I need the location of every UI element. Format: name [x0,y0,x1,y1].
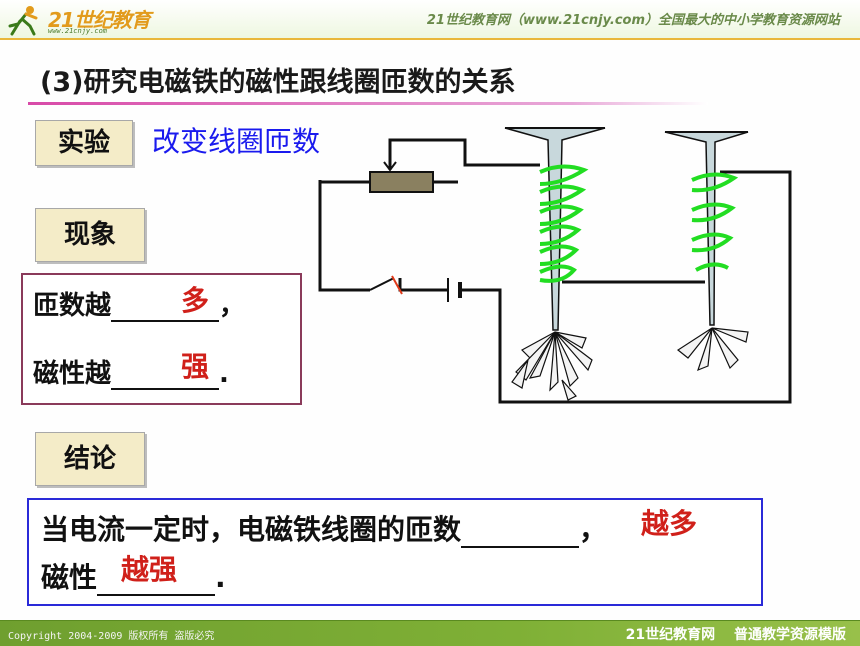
site-title: 21世纪教育网（www.21cnjy.com）全国最大的中小学教育资源网站 [426,13,840,28]
phenomenon-line-1: 匝数越 ， [33,285,245,322]
circuit-wires [318,138,792,404]
electromagnet-circuit-diagram [318,127,792,404]
phenomenon-line-1-suffix: ， [219,291,246,321]
conclusion-label: 结论 [35,432,145,486]
electromagnet-right [664,131,749,372]
footer-brand: 21世纪教育网 [625,627,716,643]
phenomenon-line-1-prefix: 匝数越 [33,291,112,321]
paperclips-right [676,327,749,372]
blank-field [97,564,216,596]
phenomenon-line-2-suffix: . [219,359,229,389]
conclusion-line-1-prefix: 当电流一定时，电磁铁线圈的匝数 [41,513,462,546]
title-underline [28,102,708,105]
header-bar: 21世纪教育 www.21cnjy.com 21世纪教育网（www.21cnjy… [0,0,860,40]
conclusion-line-2-prefix: 磁性 [41,561,98,594]
experiment-description: 改变线圈匝数 [152,125,321,158]
switch-lever [369,277,395,291]
blank-field [111,290,220,322]
footer-bar: Copyright 2004-2009 版权所有 盗版必究 21世纪教育网 普通… [0,620,860,646]
logo: 21世纪教育 www.21cnjy.com [4,2,164,36]
rheostat-arrow-icon [383,161,397,172]
experiment-label: 实验 [35,120,133,166]
coil-left [539,164,589,283]
switch-contact [391,275,403,295]
answer-more: 多 [181,284,210,317]
answer-more-turns: 越多 [641,507,698,540]
footer-template-name: 普通教学资源模版 [734,627,846,643]
conclusion-line-1: 当电流一定时，电磁铁线圈的匝数 ， [41,508,607,548]
answer-stronger: 强 [181,350,210,383]
conclusion-box: 当电流一定时，电磁铁线圈的匝数 ， 越多 磁性. 越强 [27,498,763,606]
footer-brand-area: 21世纪教育网 普通教学资源模版 [626,624,846,644]
rheostat [369,171,434,193]
logo-text: 21世纪教育 [48,8,151,32]
blank-field [461,516,580,548]
blank-field [111,358,220,390]
running-figure-icon [8,6,38,36]
phenomenon-line-2-prefix: 磁性越 [33,359,112,389]
answer-stronger-magnetism: 越强 [121,553,178,586]
phenomenon-line-2: 磁性越. [33,353,229,390]
conclusion-line-1-suffix: ， [579,513,608,546]
conclusion-line-2-suffix: . [215,561,226,594]
logo-subtext: www.21cnjy.com [48,27,108,35]
conclusion-line-2: 磁性. [41,556,226,596]
paperclips-left [511,331,593,401]
coil-right [691,172,739,272]
phenomenon-label: 现象 [35,208,145,262]
slide-title: (3)研究电磁铁的磁性跟线圈匝数的关系 [40,67,516,98]
electromagnet-left [504,127,606,401]
phenomenon-box: 匝数越 ， 多 磁性越. 强 [21,273,302,405]
copyright-text: Copyright 2004-2009 版权所有 盗版必究 [8,631,215,642]
